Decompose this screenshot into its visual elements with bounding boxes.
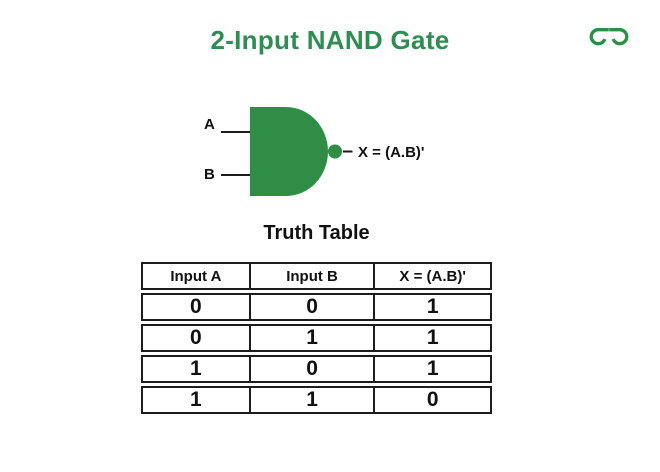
column-header-input-b: Input B [248, 264, 374, 288]
table-cell: 0 [248, 357, 374, 381]
input-b-label: B [204, 166, 215, 183]
table-cell: 0 [248, 295, 374, 319]
table-row: 0 1 1 [141, 324, 492, 352]
truth-table: Input A Input B X = (A.B)' 0 0 1 0 1 1 1… [141, 262, 492, 414]
input-a-label: A [204, 116, 215, 133]
table-row: 1 1 0 [141, 386, 492, 414]
inversion-bubble [328, 144, 342, 159]
table-cell: 1 [373, 295, 490, 319]
column-header-output: X = (A.B)' [373, 264, 490, 288]
page-title: 2-Input NAND Gate [210, 25, 450, 55]
table-cell: 1 [190, 388, 202, 411]
logo-left-g [589, 28, 609, 46]
table-cell: 1 [248, 326, 374, 350]
nand-gate-diagram: A B X = (A.B)' [204, 107, 425, 196]
output-label: X = (A.B)' [358, 144, 425, 161]
nand-gate-body [250, 107, 328, 196]
geeksforgeeks-logo-icon [589, 28, 629, 46]
table-cell: 0 [373, 388, 490, 412]
table-cell: 1 [373, 326, 490, 350]
table-row: 1 0 1 [141, 355, 492, 383]
table-cell: 0 [190, 326, 202, 349]
table-cell: 1 [190, 357, 202, 380]
truth-table-heading: Truth Table [263, 222, 370, 244]
column-header-input-a: Input A [170, 267, 222, 285]
table-row: 0 0 1 [141, 293, 492, 321]
table-header-row: Input A Input B X = (A.B)' [141, 262, 492, 290]
table-cell: 0 [190, 295, 202, 318]
logo-right-g [609, 28, 629, 46]
table-cell: 1 [248, 388, 374, 412]
table-cell: 1 [373, 357, 490, 381]
